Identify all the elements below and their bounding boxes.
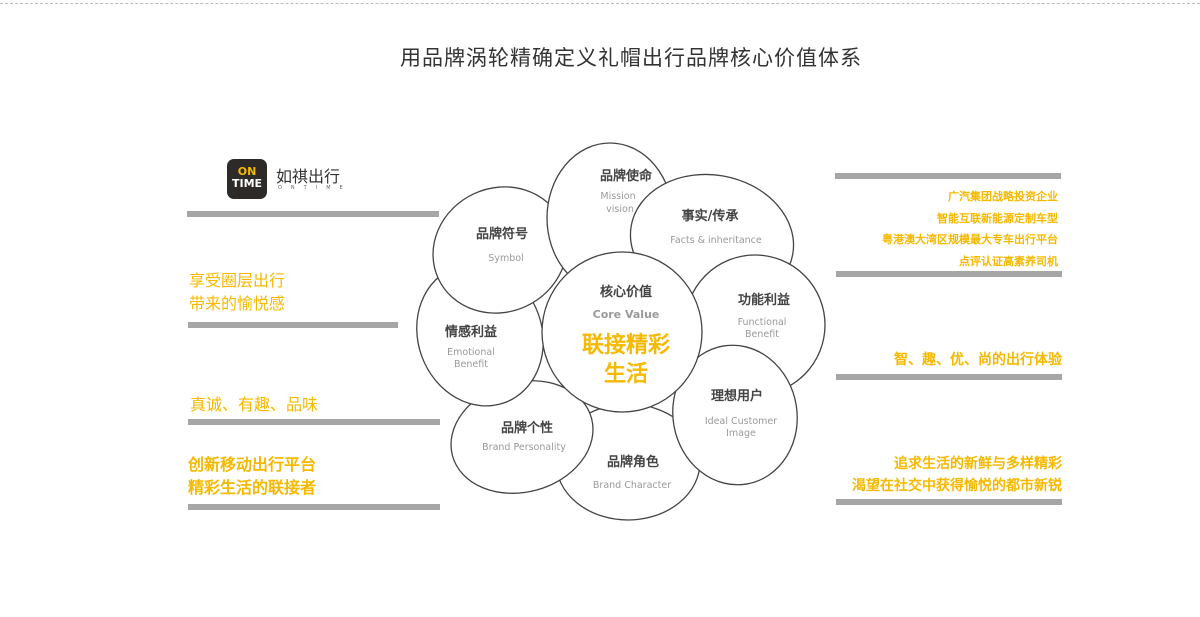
- petal-en: Symbol: [488, 253, 523, 264]
- core-value: 生活: [604, 362, 648, 387]
- petal-en: Benefit: [454, 359, 488, 370]
- left-character-text: 创新移动出行平台精彩生活的联接者: [188, 455, 317, 497]
- divider: [836, 271, 1062, 277]
- right-facts-text: 广汽集团战略投资企业智能互联新能源定制车型粤港澳大湾区规模最大专车出行平台点评认…: [882, 190, 1058, 268]
- petal-label: 事实/传承: [682, 208, 739, 224]
- page-title: 用品牌涡轮精确定义礼帽出行品牌核心价值体系: [400, 46, 862, 70]
- divider: [188, 419, 440, 425]
- core-cn: 核心价值: [600, 284, 652, 300]
- logo-subtitle: ONTIME: [278, 185, 352, 191]
- petal-en: Facts & inheritance: [670, 235, 762, 246]
- petal-label: 品牌符号: [476, 226, 528, 242]
- top-divider: [0, 3, 1200, 4]
- petal-en: Emotional: [447, 347, 495, 358]
- petal-en: Functional: [738, 317, 787, 328]
- petal-label: 情感利益: [445, 324, 497, 340]
- petal-ideal: [672, 344, 798, 486]
- petal-en: Brand Character: [593, 480, 671, 491]
- petal-en: Mission: [600, 191, 635, 202]
- divider: [187, 211, 439, 217]
- right-functional-text: 智、趣、优、尚的出行体验: [894, 352, 1062, 368]
- petal-label: 理想用户: [711, 388, 763, 404]
- petal-en: Ideal Customer: [705, 416, 777, 427]
- petal-label: 品牌个性: [501, 420, 553, 436]
- core-circle: [541, 251, 703, 413]
- petal-label: 品牌使命: [600, 168, 653, 184]
- logo-name: 如祺出行: [276, 167, 341, 186]
- core-value: 联接精彩: [582, 332, 670, 358]
- divider: [835, 173, 1061, 179]
- right-ideal-text: 追求生活的新鲜与多样精彩渴望在社交中获得愉悦的都市新锐: [852, 456, 1062, 494]
- petal-en: Benefit: [745, 329, 779, 340]
- petal-en: vision: [606, 204, 634, 215]
- petal-label: 品牌角色: [607, 454, 659, 470]
- petal-en: Image: [726, 428, 756, 439]
- petal-label: 功能利益: [738, 292, 790, 308]
- divider: [188, 322, 398, 328]
- left-emotional-text: 享受圈层出行带来的愉悦感: [189, 271, 286, 313]
- divider: [188, 504, 440, 510]
- divider: [836, 374, 1062, 380]
- petal-en: Brand Personality: [482, 442, 566, 453]
- left-personality-text: 真诚、有趣、品味: [190, 395, 319, 414]
- core-en: Core Value: [593, 308, 660, 321]
- divider: [836, 499, 1062, 505]
